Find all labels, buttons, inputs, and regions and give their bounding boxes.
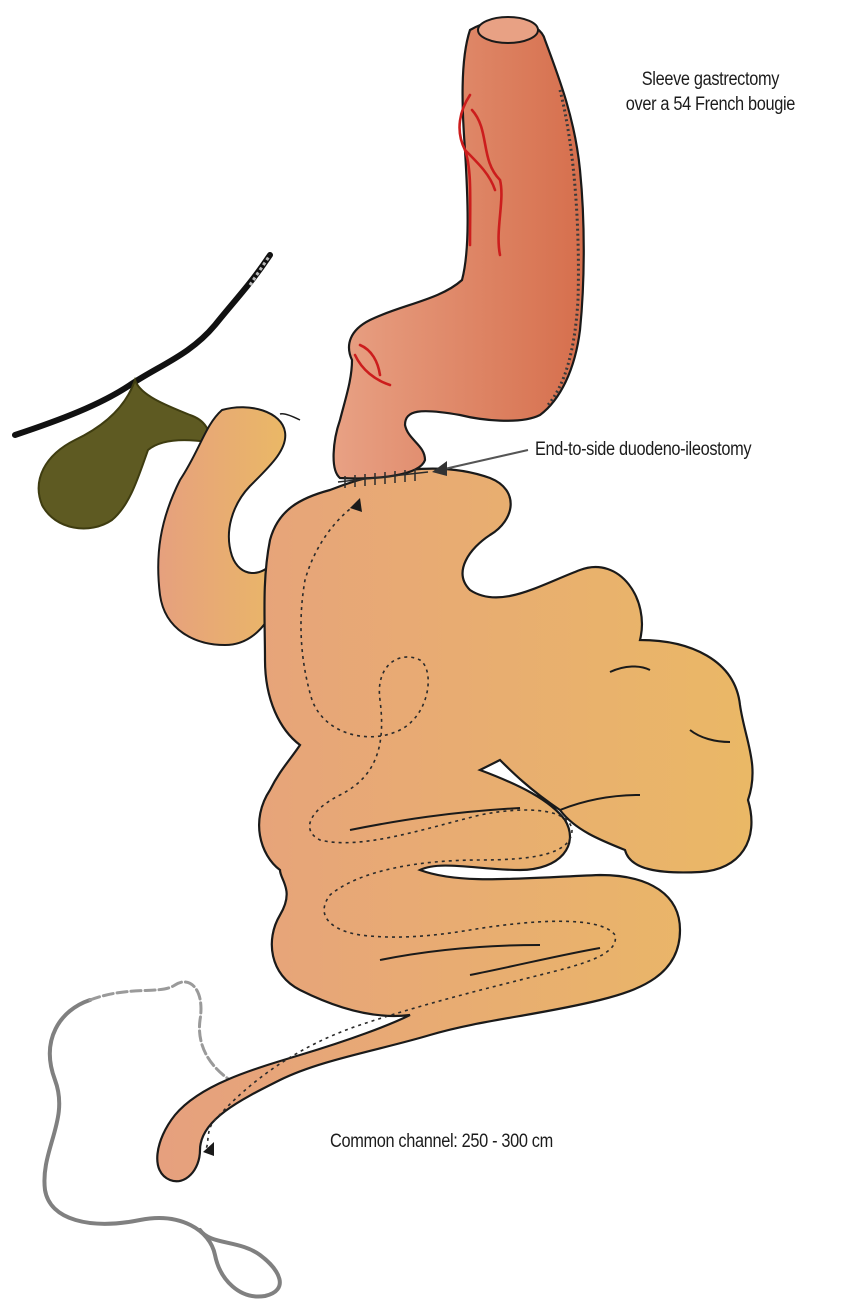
sleeve-label-line1: Sleeve gastrectomy	[626, 68, 795, 93]
stomach-opening	[478, 17, 538, 43]
sleeve-label-line2: over a 54 French bougie	[626, 93, 795, 118]
bowel-fold	[280, 414, 300, 420]
anastomosis-label: End-to-side duodeno-ileostomy	[535, 438, 751, 463]
anastomosis-pointer	[440, 450, 528, 470]
stomach-sleeve	[334, 20, 584, 478]
colon-outline-upper	[90, 982, 230, 1080]
sleeve-gastrectomy-label: Sleeve gastrectomy over a 54 French boug…	[626, 68, 795, 117]
common-channel-label: Common channel: 250 - 300 cm	[330, 1130, 553, 1155]
bowel-flow-arrow-bottom	[203, 1142, 214, 1156]
